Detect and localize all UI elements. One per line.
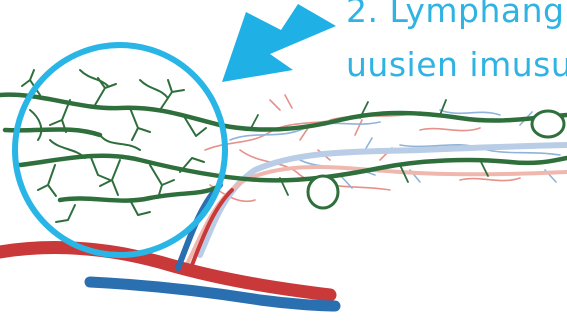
caption-line-1: 2. Lymphang — [346, 0, 564, 30]
caption-line-2: uusien imusu — [346, 46, 567, 84]
